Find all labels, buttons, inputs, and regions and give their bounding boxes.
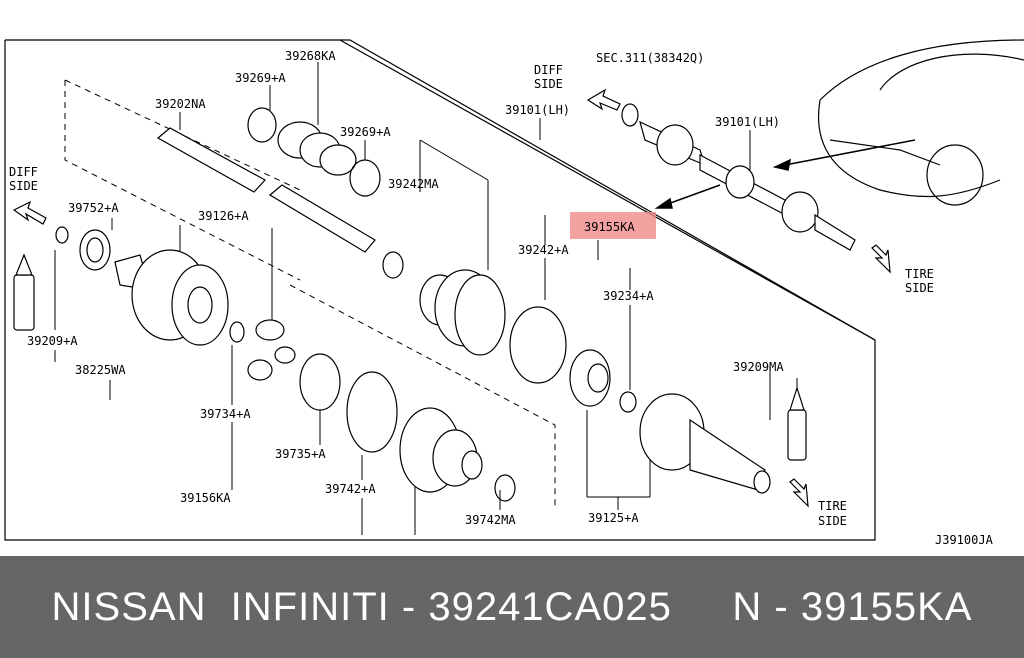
banner-text: NISSAN INFINITI - 39241CA025 N - 39155KA <box>51 584 973 629</box>
arrow-diff-side-top <box>586 88 621 111</box>
snap-ring-39234A <box>619 391 637 413</box>
label-39202NA: 39202NA <box>155 97 206 111</box>
label-39125A: 39125+A <box>588 511 639 525</box>
figure-code: J39100JA <box>935 533 994 547</box>
label-tire-side-top-1: TIRE <box>905 267 934 281</box>
inner-joint-housing-38225WA <box>114 249 229 346</box>
label-39156KA: 39156KA <box>180 491 231 505</box>
snap-ring-39734A <box>229 321 245 343</box>
label-39742A: 39742+A <box>325 482 376 496</box>
label-diff-side-left-1: DIFF <box>9 165 38 179</box>
vehicle-outline <box>817 39 1024 206</box>
label-39269A-1: 39269+A <box>235 71 286 85</box>
clamp-39242MA <box>382 251 404 279</box>
exploded-parts-diagram: 39268KA 39269+A 39269+A 39202NA 39242MA … <box>4 39 1024 547</box>
label-diff-side-left-2: SIDE <box>9 179 38 193</box>
label-39242MA: 39242MA <box>388 177 439 191</box>
label-39209MA: 39209MA <box>733 360 784 374</box>
drive-shaft-assembly-39101LH <box>621 103 856 251</box>
label-39101LH-2: 39101(LH) <box>715 115 780 129</box>
label-39752A: 39752+A <box>68 201 119 215</box>
arrow-tire-side-top <box>871 244 891 274</box>
label-tire-side-bottom-2: SIDE <box>818 514 847 528</box>
cage-39155KA <box>569 349 611 407</box>
label-39242A: 39242+A <box>518 243 569 257</box>
part-number-banner: NISSAN INFINITI - 39241CA025 N - 39155KA <box>0 556 1024 658</box>
label-38225WA: 38225WA <box>75 363 126 377</box>
label-sec311: SEC.311(38342Q) <box>596 51 704 65</box>
label-39742MA: 39742MA <box>465 513 516 527</box>
label-39269A-2: 39269+A <box>340 125 391 139</box>
grease-tube-39209MA <box>787 386 807 461</box>
clamp-39742MA <box>494 474 516 502</box>
label-39101LH-1: 39101(LH) <box>505 103 570 117</box>
arrow-tire-side-bottom <box>789 478 809 508</box>
tripod-39126A <box>247 319 296 381</box>
clamp-39269A-lower <box>349 159 381 197</box>
diagram-frame <box>4 39 876 541</box>
vehicle-callout-arrows <box>654 139 916 209</box>
boot-39268KA <box>277 121 357 176</box>
label-tire-side-bottom-1: TIRE <box>818 499 847 513</box>
label-39735A: 39735+A <box>275 447 326 461</box>
clamp-39742A <box>346 371 398 453</box>
parts <box>13 39 1024 502</box>
part-labels: 39268KA 39269+A 39269+A 39202NA 39242MA … <box>9 49 994 547</box>
outer-joint-housing <box>639 393 771 494</box>
label-39126A: 39126+A <box>198 209 249 223</box>
small-oring <box>55 226 69 244</box>
label-39155KA: 39155KA <box>584 220 635 234</box>
label-39209A: 39209+A <box>27 334 78 348</box>
label-39734A: 39734+A <box>200 407 251 421</box>
label-39268KA: 39268KA <box>285 49 336 63</box>
grease-tube-39209A <box>13 253 35 331</box>
label-diff-side-top-1: DIFF <box>534 63 563 77</box>
highlight-39155KA <box>570 212 656 239</box>
arrow-diff-side-left <box>12 200 47 225</box>
direction-arrows <box>12 88 891 508</box>
clamp-39269A-upper <box>247 107 277 143</box>
label-tire-side-top-2: SIDE <box>905 281 934 295</box>
boot-39241 <box>419 269 506 356</box>
clamp-39735A <box>299 353 341 411</box>
dashed-group-lower <box>289 284 556 510</box>
label-39234A: 39234+A <box>603 289 654 303</box>
seal-39752A-inner <box>86 237 104 263</box>
boot-lower <box>399 407 483 493</box>
inner-shaft-39202NA <box>156 127 376 253</box>
clamp-39242A <box>509 306 567 384</box>
dashed-group-upper <box>64 79 301 281</box>
label-diff-side-top-2: SIDE <box>534 77 563 91</box>
